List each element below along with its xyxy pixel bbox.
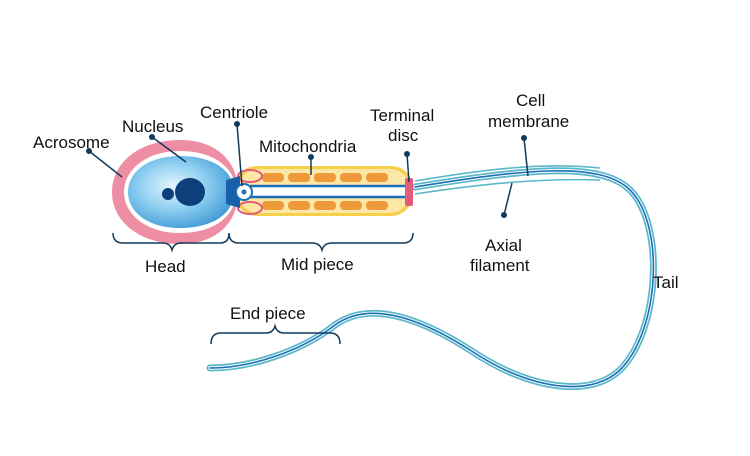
mitochondria-bottom-row xyxy=(262,201,388,210)
tail xyxy=(206,165,657,390)
mitochondria-top-row xyxy=(262,173,388,182)
leader-dots xyxy=(86,121,527,218)
label-centriole: Centriole xyxy=(200,103,268,122)
label-tail: Tail xyxy=(653,273,679,292)
terminal-disc xyxy=(405,178,413,206)
braces xyxy=(112,232,414,345)
label-cell-membrane-1: Cell xyxy=(516,91,545,110)
centriole xyxy=(235,183,253,201)
label-axial-filament-1: Axial xyxy=(485,236,522,255)
label-acrosome: Acrosome xyxy=(33,133,110,152)
label-nucleus: Nucleus xyxy=(122,117,183,136)
head xyxy=(112,140,240,244)
label-head: Head xyxy=(145,257,186,276)
label-end-piece: End piece xyxy=(230,304,306,323)
nucleus-small xyxy=(162,188,174,200)
mid-piece xyxy=(235,166,413,216)
label-mitochondria: Mitochondria xyxy=(259,137,357,156)
label-terminal-disc-2: disc xyxy=(388,126,419,145)
nucleus xyxy=(175,178,205,206)
label-terminal-disc-1: Terminal xyxy=(370,106,434,125)
head-brace xyxy=(112,232,230,253)
label-axial-filament-2: filament xyxy=(470,256,530,275)
label-cell-membrane-2: membrane xyxy=(488,112,569,131)
mid-piece-brace xyxy=(228,232,414,253)
label-mid-piece: Mid piece xyxy=(281,255,354,274)
leader-lines xyxy=(88,123,529,216)
end-piece-brace xyxy=(210,323,341,345)
